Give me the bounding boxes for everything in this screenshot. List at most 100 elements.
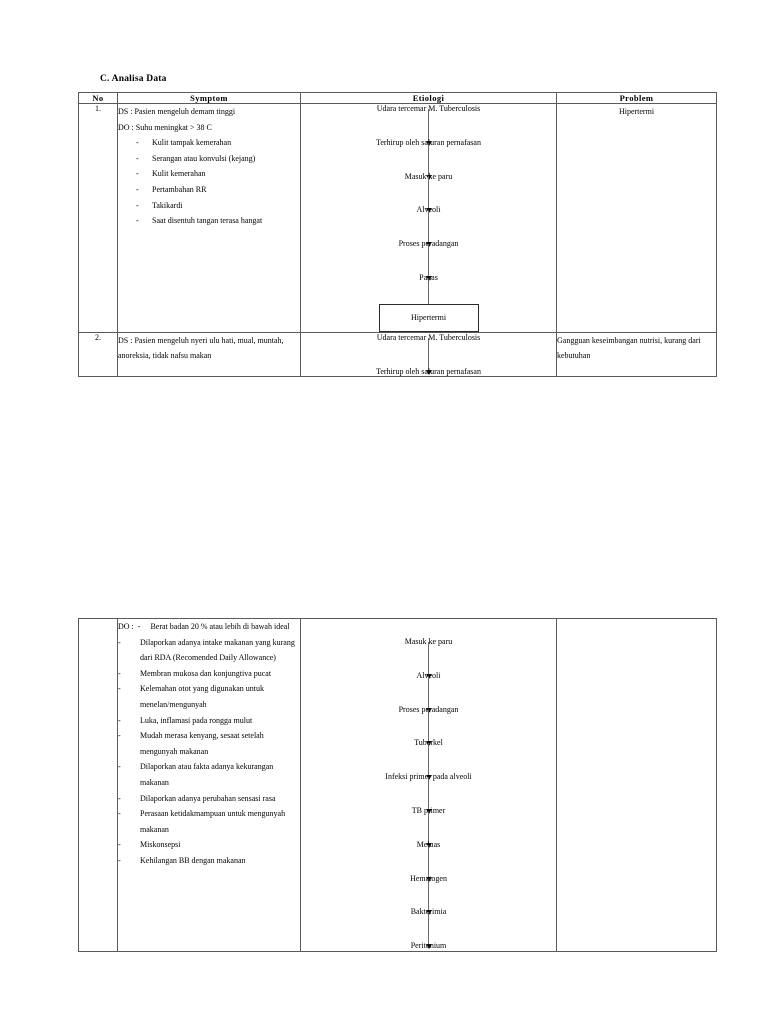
flow-connector (301, 142, 556, 180)
symptom-list: -Dilaporkan adanya intake makanan yang k… (118, 635, 300, 869)
row-number-empty (78, 618, 118, 952)
list-item-label: Saat disentuh tangan terasa hangat (152, 216, 263, 226)
row-number: 2. (78, 331, 118, 378)
arrow-down-icon (425, 337, 432, 375)
list-item-label: Kulit tampak kemerahan (152, 138, 232, 148)
problem-label: Gangguan keseimbangan nutrisi, kurang da… (557, 335, 701, 361)
list-item: -Kulit kemerahan (118, 166, 300, 182)
problem-cell (556, 618, 717, 952)
list-item-label: Takikardi (152, 200, 183, 210)
symptom-ds: DS : Pasien mengeluh nyeri ulu hati, mua… (118, 335, 284, 361)
flow-connector (301, 641, 556, 679)
list-item: -Dilaporkan adanya intake makanan yang k… (118, 635, 300, 666)
flow-node: Udara tercemar M. Tuberculosis (376, 104, 481, 113)
table-header-row: No Symptom Etiologi Problem (78, 92, 717, 104)
flow-node: Tuberkel (414, 738, 443, 748)
flow-connector (301, 337, 556, 375)
flow-result-box: Hipertermi (378, 303, 479, 332)
dash-marker: - (136, 169, 139, 179)
dash-marker: - (118, 715, 121, 725)
dash-marker: - (118, 855, 121, 865)
analysis-table-page-1: No Symptom Etiologi Problem 1. DS : Pasi… (78, 92, 717, 378)
flow-connector (301, 844, 556, 882)
flow-connector (301, 878, 556, 916)
flow-node: Masuk ke paru (404, 171, 453, 181)
flow-connector (301, 243, 556, 281)
list-item-label: Kelemahan otot yang digunakan untuk mene… (140, 684, 264, 709)
dash-marker: - (137, 622, 141, 631)
dash-marker: - (118, 840, 121, 850)
flow-node: Terhirup oleh saluran pernafasan (376, 137, 481, 147)
dash-marker: - (118, 809, 121, 819)
list-item-label: Pertambahan RR (152, 184, 207, 194)
flow-node: Alveoli (416, 205, 441, 215)
list-item: - Miskonsepsi (118, 837, 300, 853)
dash-marker: - (118, 731, 121, 741)
list-item-label: Mudah merasa kenyang, sesaat setelah men… (140, 731, 264, 756)
flow-node: Meluas (416, 839, 441, 849)
symptom-do-first: DO :-Berat badan 20 % atau lebih di bawa… (118, 619, 300, 635)
flow-node: Proses peradangan (398, 239, 459, 249)
dash-marker: - (136, 138, 139, 148)
list-item-label: Kehilangan BB dengan makanan (140, 855, 246, 865)
flow-connector (301, 675, 556, 713)
list-item: -Takikardi (118, 198, 300, 214)
column-header-symptom: Symptom (117, 92, 301, 104)
problem-label: Hipertermi (618, 107, 655, 116)
list-item: - Mudah merasa kenyang, sesaat setelah me… (118, 728, 300, 759)
list-item: - Saat disentuh tangan terasa hangat (118, 213, 300, 229)
list-item: -Dilaporkan adanya perubahan sensasi ras… (118, 791, 300, 807)
row-number: 1. (78, 103, 118, 333)
list-item-label: Miskonsepsi (140, 840, 181, 850)
list-item: - Kulit tampak kemerahan (118, 135, 300, 151)
flow-connector (301, 709, 556, 747)
flow-connector (301, 210, 556, 248)
dash-marker: - (118, 637, 121, 647)
analysis-table-page-2: DO :-Berat badan 20 % atau lebih di bawa… (78, 618, 717, 952)
problem-cell: Hipertermi (556, 103, 717, 333)
column-header-no: No (78, 92, 118, 104)
list-item: - Luka, inflamasi pada rongga mulut (118, 713, 300, 729)
dash-marker: - (136, 184, 139, 194)
list-item-label: Membran mukosa dan konjungtiva pucat (140, 668, 272, 678)
flow-connector (301, 108, 556, 146)
do-label: DO : (118, 622, 134, 631)
etiologi-cell: Udara tercemar M. Tuberculosis Terhirup … (300, 331, 557, 378)
list-item: -Perasaan ketidakmampuan untuk mengunyah… (118, 806, 300, 837)
dash-marker: - (118, 684, 121, 694)
flow-connector (301, 743, 556, 781)
list-item: - Serangan atau konvulsi (kejang) (118, 151, 300, 167)
table-row: DO :-Berat badan 20 % atau lebih di bawa… (78, 618, 717, 952)
flow-node: Panas (419, 272, 438, 282)
flow-node: Peritonium (410, 941, 447, 951)
dash-marker: - (118, 762, 121, 772)
page-title: C. Analisa Data (100, 74, 167, 84)
flow-node: Terhirup oleh saluran pernafasan (376, 366, 481, 376)
table-row: 2. DS : Pasien mengeluh nyeri ulu hati, … (78, 331, 717, 378)
dash-marker: - (136, 216, 139, 226)
list-item-label: Luka, inflamasi pada rongga mulut (140, 715, 253, 725)
symptom-ds: DS : Pasien mengeluh demam tinggi (118, 107, 236, 116)
etiologi-cell: Udara tercemar M. Tuberculosis Terhirup … (300, 103, 557, 333)
symptom-cell: DS : Pasien mengeluh nyeri ulu hati, mua… (117, 331, 301, 378)
column-header-problem: Problem (556, 92, 717, 104)
flow-connector (301, 912, 556, 950)
flow-connector (301, 176, 556, 214)
symptom-list: - Kulit tampak kemerahan - Serangan atau k… (118, 135, 300, 229)
dash-marker: - (118, 668, 121, 678)
list-item: - Kehilangan BB dengan makanan (118, 853, 300, 869)
etiologi-flowchart: Masuk ke paru Alveoli Proses peradangan … (301, 619, 556, 951)
list-item-label: Serangan atau konvulsi (kejang) (152, 153, 256, 163)
list-item-label: Dilaporkan adanya perubahan sensasi rasa (140, 793, 276, 803)
symptom-do-text: Berat badan 20 % atau lebih di bawah ide… (150, 622, 290, 631)
list-item-label: Dilaporkan atau fakta adanya kekurangan … (140, 762, 274, 787)
flow-node: Masuk ke paru (404, 637, 453, 646)
dash-marker: - (136, 153, 139, 163)
etiologi-flowchart: Udara tercemar M. Tuberculosis Terhirup … (301, 333, 556, 377)
symptom-cell: DS : Pasien mengeluh demam tinggi DO : S… (117, 103, 301, 333)
flow-node: Bakterimia (410, 907, 447, 917)
list-item: - Membran mukosa dan konjungtiva pucat (118, 666, 300, 682)
list-item: - Pertambahan RR (118, 182, 300, 198)
problem-cell: Gangguan keseimbangan nutrisi, kurang da… (556, 331, 717, 378)
flow-node: Udara tercemar M. Tuberculosis (376, 332, 481, 342)
